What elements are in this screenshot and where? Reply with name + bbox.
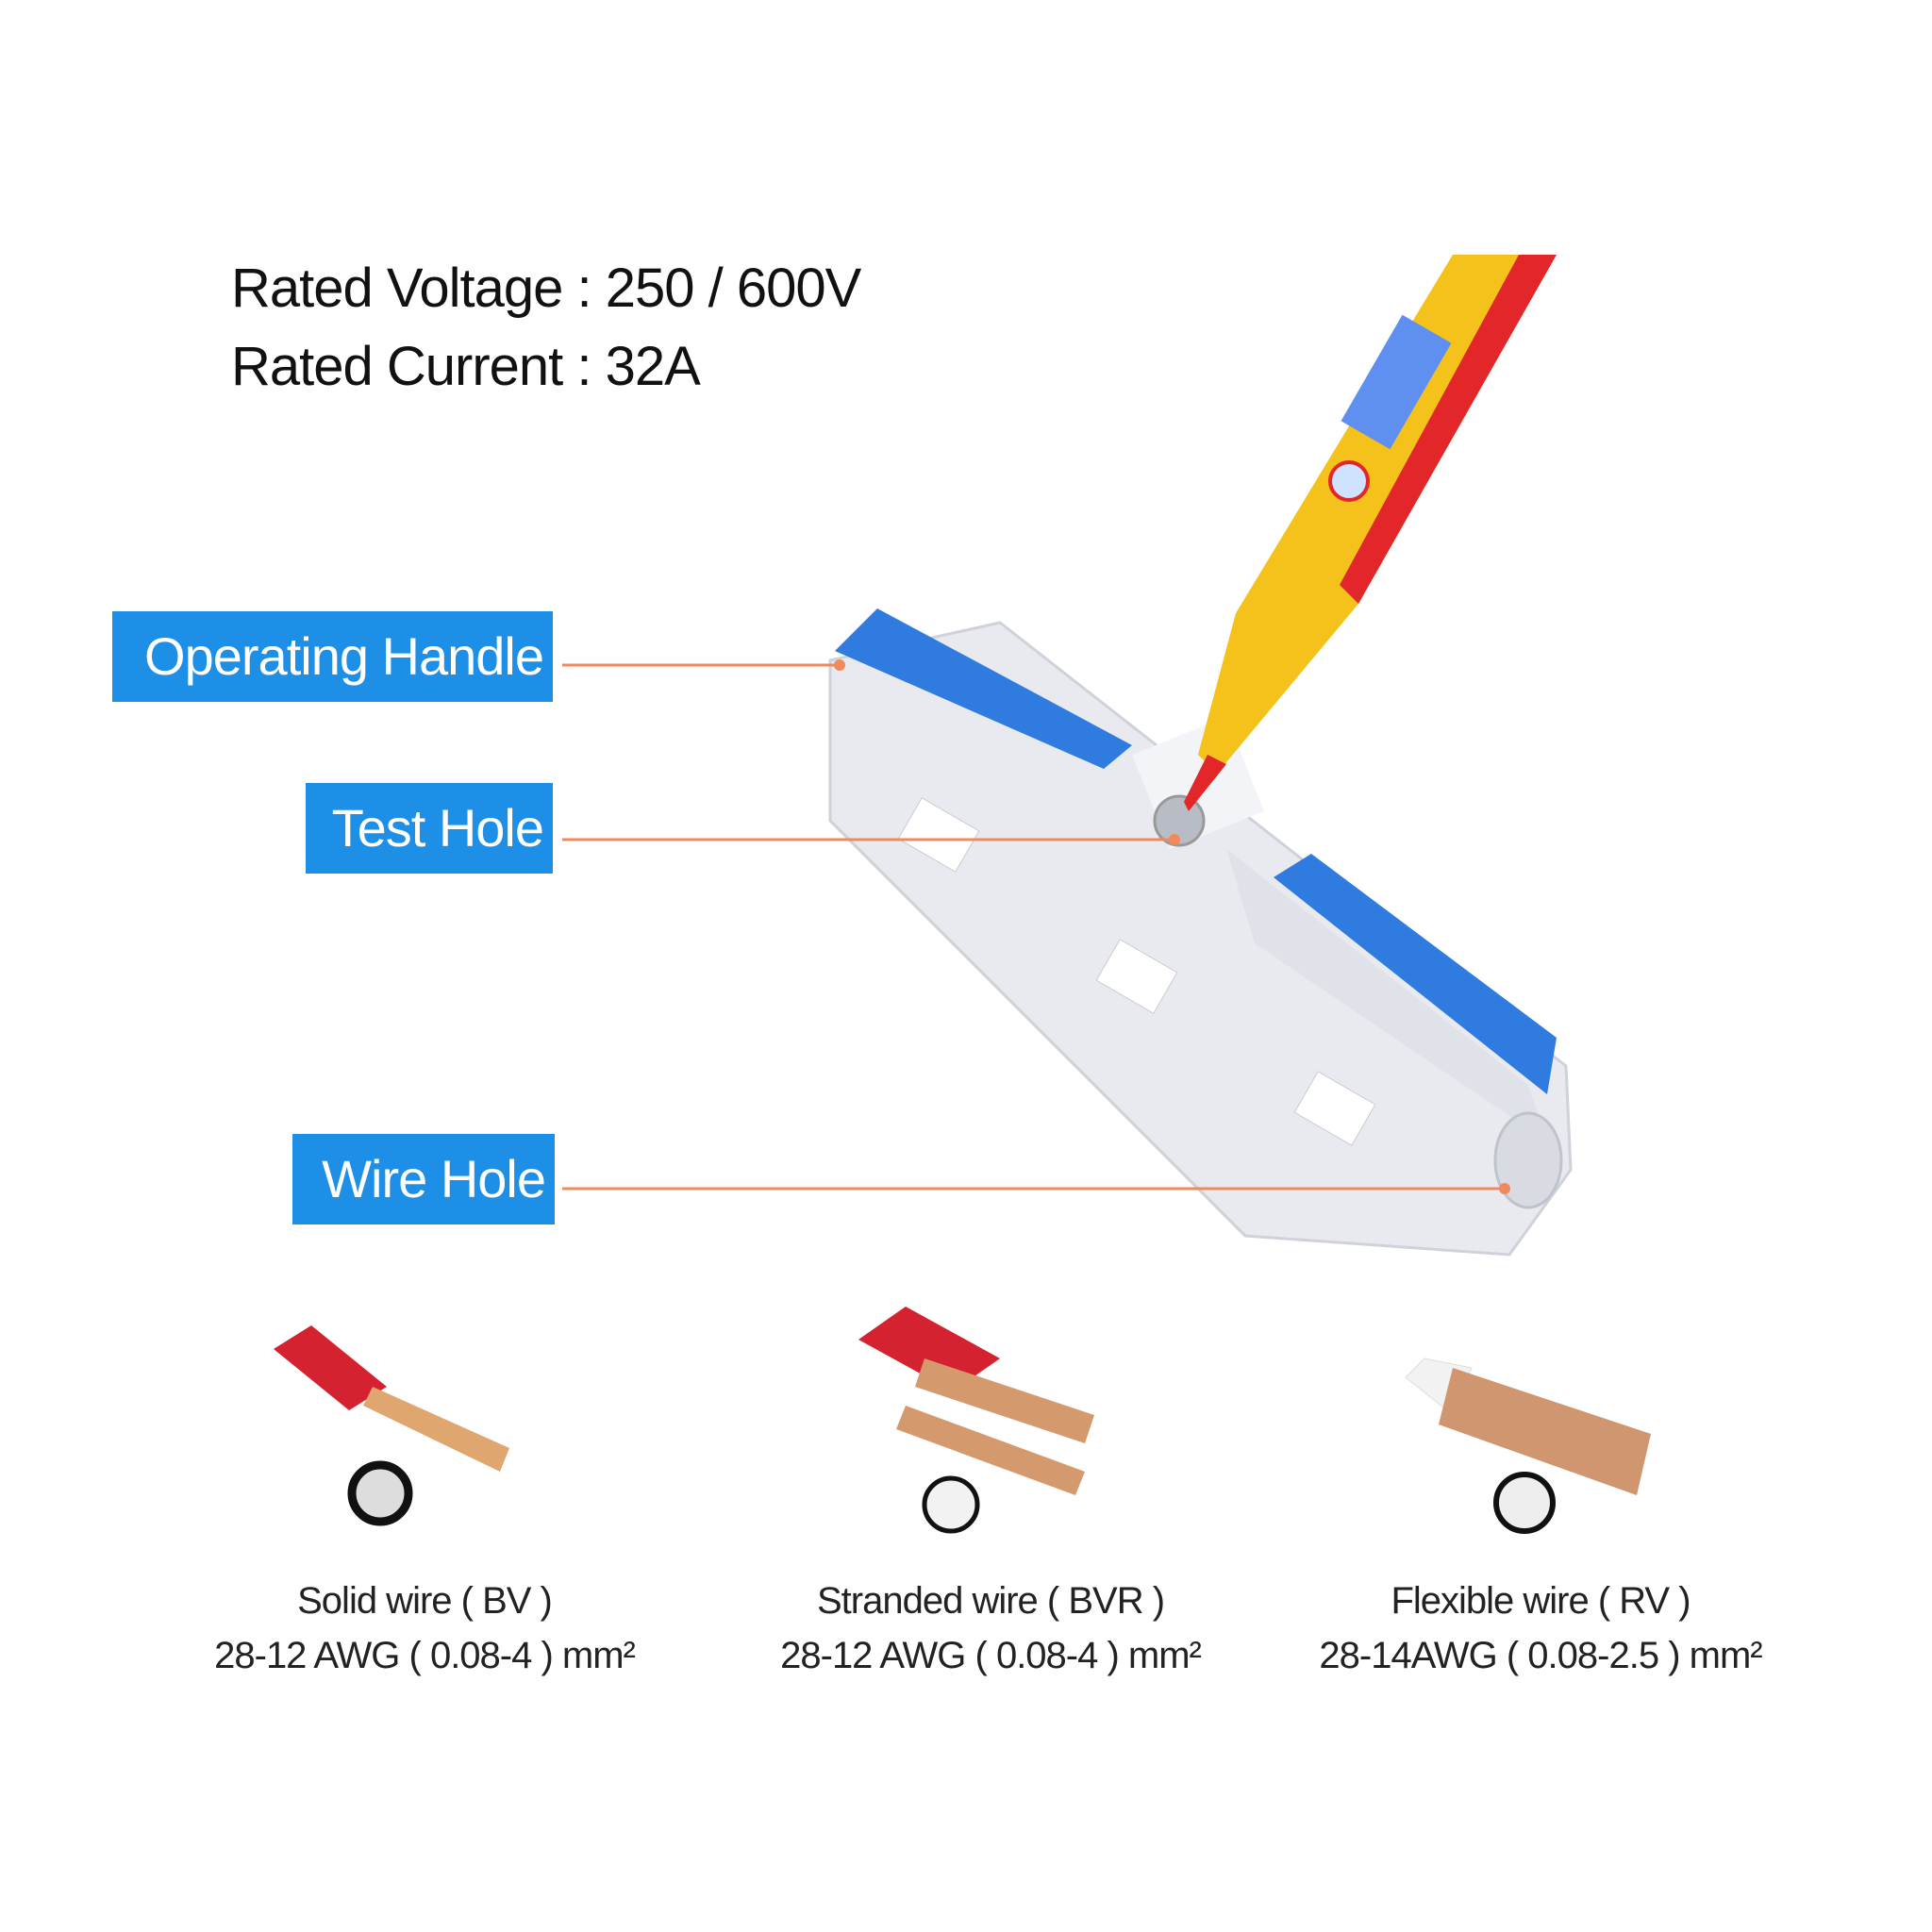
wire-type-range: 28-12 AWG ( 0.08-4 ) mm² — [214, 1635, 636, 1676]
callout-wire-hole: Wire Hole — [292, 1134, 555, 1224]
rated-current: Rated Current : 32A — [231, 336, 701, 397]
rated-voltage: Rated Voltage : 250 / 600V — [231, 258, 861, 319]
wire-hole — [1493, 1111, 1563, 1209]
flexible-wire-icon — [1405, 1357, 1651, 1534]
stranded-wire-icon — [858, 1307, 1094, 1534]
wire-type-range: 28-14AWG ( 0.08-2.5 ) mm² — [1319, 1635, 1762, 1676]
wire-type-name: Stranded wire ( BVR ) — [816, 1580, 1165, 1622]
wire-type-flexible: Flexible wire ( RV ) 28-14AWG ( 0.08-2.5… — [1248, 1574, 1833, 1683]
wire-connector — [828, 621, 1573, 1257]
callout-test-hole: Test Hole — [306, 783, 553, 874]
wire-type-range: 28-12 AWG ( 0.08-4 ) mm² — [780, 1635, 1202, 1676]
operating-handle-left — [835, 608, 1132, 769]
wire-type-name: Flexible wire ( RV ) — [1391, 1580, 1690, 1622]
leader-lines — [562, 663, 1505, 1191]
wire-type-name: Solid wire ( BV ) — [297, 1580, 553, 1622]
test-hole — [1153, 794, 1206, 847]
callout-operating-handle: Operating Handle — [112, 611, 553, 702]
solid-wire-icon — [274, 1325, 509, 1526]
wire-type-stranded: Stranded wire ( BVR ) 28-12 AWG ( 0.08-4… — [698, 1574, 1283, 1683]
wire-type-solid: Solid wire ( BV ) 28-12 AWG ( 0.08-4 ) m… — [132, 1574, 717, 1683]
voltage-tester-pen-icon — [1184, 255, 1557, 811]
operating-handle-right — [1274, 854, 1557, 1094]
